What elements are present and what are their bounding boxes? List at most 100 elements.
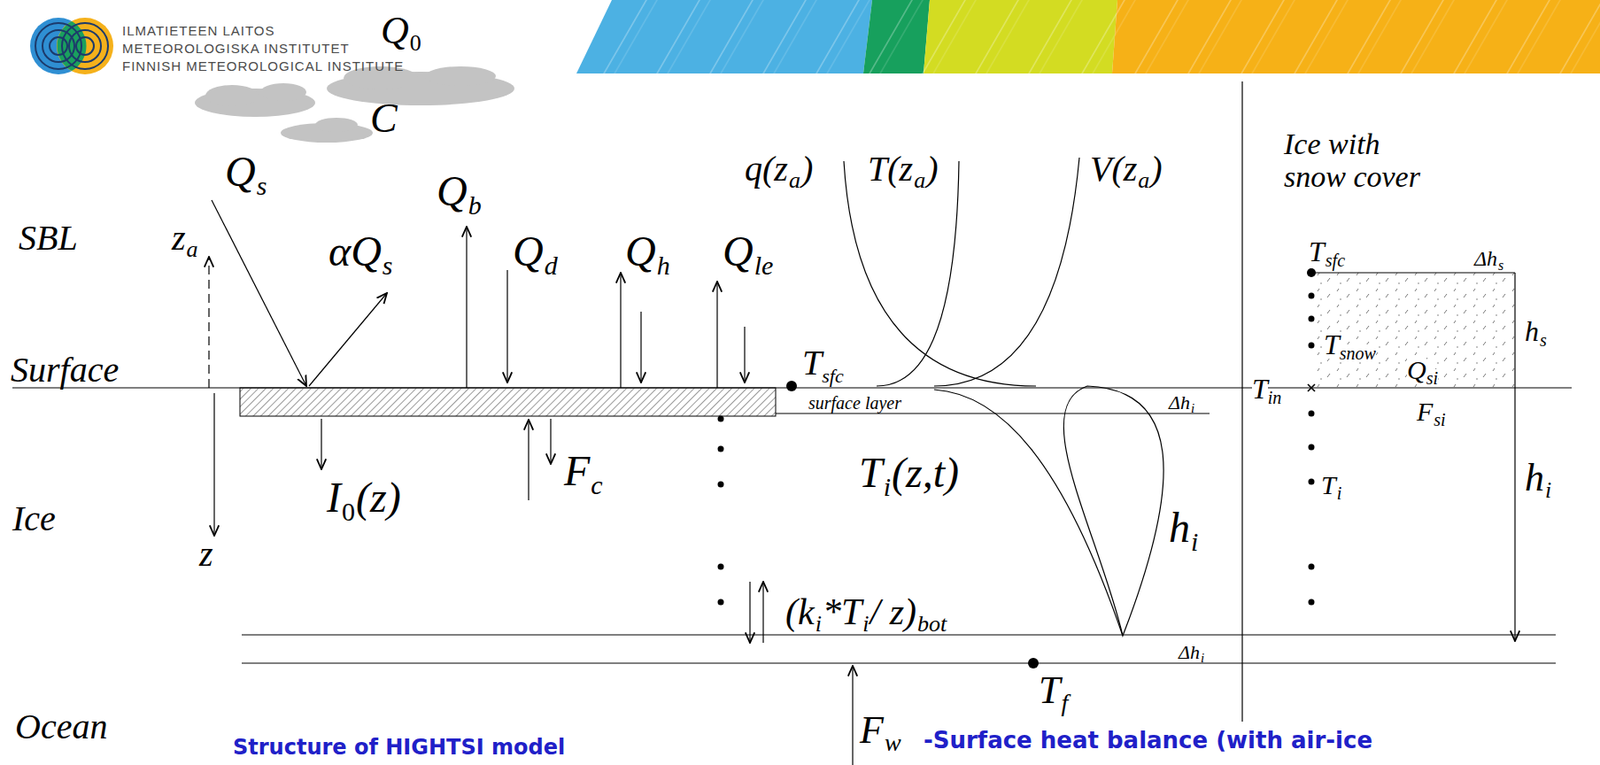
subscript-symbol: 0	[409, 31, 422, 55]
drawing-part	[1308, 293, 1315, 300]
symbol-label: Q	[625, 230, 657, 273]
subscript-symbol: i	[1545, 479, 1552, 503]
drawing-part	[718, 599, 725, 606]
subscript-symbol: a	[913, 169, 926, 193]
drawing-part	[718, 564, 725, 571]
symbol-label: T(z	[867, 151, 913, 187]
symbol-label: T	[1038, 671, 1060, 711]
drawing-part	[61, 23, 109, 70]
subscript-symbol: 0	[341, 498, 356, 526]
drawing-part	[208, 256, 209, 388]
symbol-label: surface layer	[808, 394, 902, 412]
logo-text: FINNISH METEOROLOGICAL INSTITUTE	[122, 59, 404, 73]
drawing-part	[549, 418, 551, 464]
drawing-part	[716, 281, 718, 388]
subscript-symbol: f	[1060, 690, 1068, 716]
symbol-label: snow cover	[1283, 162, 1421, 193]
symbol-label: T	[802, 345, 822, 381]
drawing-part	[718, 446, 725, 453]
symbol-label: T	[1308, 237, 1325, 266]
drawing-part	[1063, 386, 1164, 636]
subscript-symbol: d	[544, 252, 558, 279]
symbol-label: Q	[224, 150, 256, 194]
drawing-part	[1306, 268, 1316, 278]
drawing-part	[934, 389, 1123, 636]
header-banner	[576, 0, 1600, 74]
subscript-symbol: a	[1137, 169, 1150, 193]
subscript-symbol: si	[1433, 410, 1446, 429]
drawing-part	[851, 665, 853, 765]
drawing-part	[743, 326, 745, 383]
symbol-label: z	[171, 220, 186, 256]
subscript-symbol: *T	[822, 593, 862, 631]
subscript-symbol: s	[382, 252, 394, 279]
symbol-label: (k	[785, 593, 815, 631]
subscript-symbol: s	[1498, 258, 1504, 273]
symbol-label: C	[370, 98, 398, 140]
subscript-symbol: i	[883, 473, 891, 501]
subscript-symbol: i	[815, 612, 822, 636]
subscript-symbol: s	[256, 172, 268, 200]
symbol-label: I	[326, 476, 341, 519]
symbol-label: Q	[380, 11, 410, 51]
drawing-part	[1308, 342, 1315, 349]
logo-text: METEOROLOGISKA INSTITUTET	[122, 41, 350, 55]
subscript-symbol: c	[590, 471, 603, 499]
drawing-part	[1028, 657, 1039, 669]
drawing-part	[260, 83, 307, 101]
drawing-part	[749, 581, 750, 643]
symbol-label: Δh	[1168, 393, 1191, 413]
drawing-part	[786, 380, 797, 392]
symbol-label: F	[1416, 398, 1433, 426]
symbol-label: h	[1168, 506, 1191, 549]
subscript-symbol: i	[1190, 401, 1195, 416]
symbol-label: z	[199, 536, 214, 572]
subscript-symbol: (z,t)	[891, 451, 959, 495]
grid-dots	[718, 268, 1317, 669]
clouds	[194, 66, 515, 143]
drawing-part	[315, 117, 358, 132]
subscript-symbol: sfc	[821, 366, 843, 387]
subscript-symbol: b	[468, 192, 482, 219]
subscript-symbol: bot	[917, 612, 947, 636]
surface-layer-slab	[239, 387, 776, 417]
subscript-symbol: i	[862, 612, 869, 636]
drawing-part	[241, 633, 1556, 635]
drawing-part	[1514, 272, 1515, 388]
drawing-part	[619, 272, 621, 388]
symbol-label: T	[1323, 330, 1340, 359]
drawing-part	[76, 37, 94, 55]
drawing-part	[1308, 316, 1315, 323]
drawing-part	[1308, 599, 1315, 606]
drawing-part	[56, 17, 114, 75]
drawing-part	[934, 157, 1080, 387]
drawing-part	[843, 161, 1036, 387]
subscript-symbol: )	[801, 151, 813, 187]
drawing-part	[1308, 410, 1315, 418]
drawing-part	[205, 85, 259, 107]
symbol-label: T	[858, 451, 883, 495]
drawing-part	[35, 23, 82, 70]
drawing-part	[465, 226, 467, 388]
symbol-label: αQ	[328, 230, 382, 273]
subscript-symbol: / z)	[869, 593, 917, 631]
subscript-symbol: le	[754, 252, 774, 279]
symbol-label: Q	[436, 170, 468, 213]
symbol-label: Ocean	[15, 709, 108, 745]
symbol-label: h	[1524, 316, 1539, 346]
drawing-part	[775, 412, 1210, 414]
drawing-part	[1308, 444, 1315, 451]
symbol-label: Δh	[1178, 642, 1200, 663]
subscript-symbol: )	[1150, 151, 1162, 187]
drawing-part	[718, 481, 725, 488]
subscript-symbol: i	[1190, 528, 1199, 556]
caption-text: -Surface heat balance (with air-ice	[923, 728, 1373, 752]
symbol-label: Surface	[10, 352, 119, 388]
subscript-symbol: i	[1337, 484, 1343, 503]
logo-text: ILMATIETEEN LAITOS	[122, 23, 275, 38]
symbol-label: T	[1321, 471, 1337, 499]
subscript-symbol: h	[657, 252, 671, 279]
drawing-part	[1308, 479, 1315, 486]
drawing-part	[309, 293, 387, 387]
